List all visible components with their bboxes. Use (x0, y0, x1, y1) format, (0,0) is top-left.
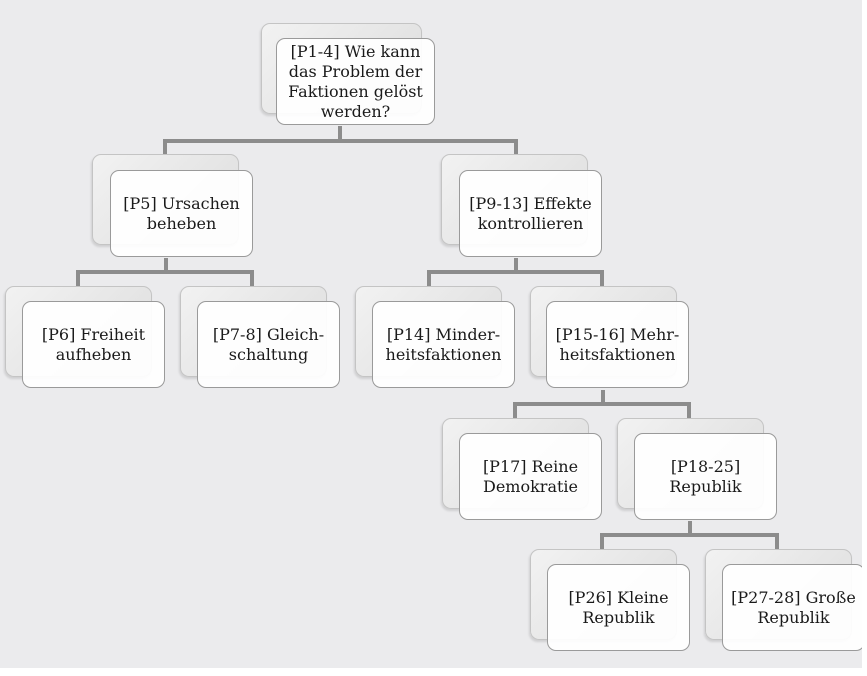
connector (687, 402, 691, 419)
node-grosse-republik[interactable]: [P27-28] Große Republik (722, 564, 862, 651)
node-ursachen-beheben[interactable]: [P5] Ursachen beheben (110, 170, 253, 257)
connector (513, 402, 517, 419)
connector (513, 402, 691, 406)
connector (250, 270, 254, 287)
connector (688, 521, 692, 536)
node-mehrheitsfaktionen[interactable]: [P15-16] Mehr-heitsfaktionen (546, 301, 689, 388)
node-reine-demokratie[interactable]: [P17] Reine Demokratie (459, 433, 602, 520)
connector (775, 533, 779, 550)
connector (600, 533, 779, 537)
connector (163, 139, 167, 155)
node-effekte-kontrollieren[interactable]: [P9-13] Effekte kontrollieren (459, 170, 602, 257)
connector (514, 258, 518, 273)
node-republik[interactable]: [P18-25] Republik (634, 433, 777, 520)
node-kleine-republik[interactable]: [P26] Kleine Republik (547, 564, 690, 651)
connector (76, 270, 80, 287)
connector (600, 533, 604, 550)
connector (514, 139, 518, 155)
connector (164, 258, 168, 273)
connector (76, 270, 254, 274)
node-root[interactable]: [P1-4] Wie kann das Problem der Faktione… (276, 38, 435, 125)
node-freiheit-aufheben[interactable]: [P6] Freiheit aufheben (22, 301, 165, 388)
connector (427, 270, 431, 287)
connector (163, 139, 518, 143)
connector (338, 126, 342, 142)
connector (427, 270, 604, 274)
node-gleichschaltung[interactable]: [P7-8] Gleich-schaltung (197, 301, 340, 388)
connector (600, 270, 604, 287)
connector (601, 390, 605, 405)
node-minderheitsfaktionen[interactable]: [P14] Minder-heitsfaktionen (372, 301, 515, 388)
